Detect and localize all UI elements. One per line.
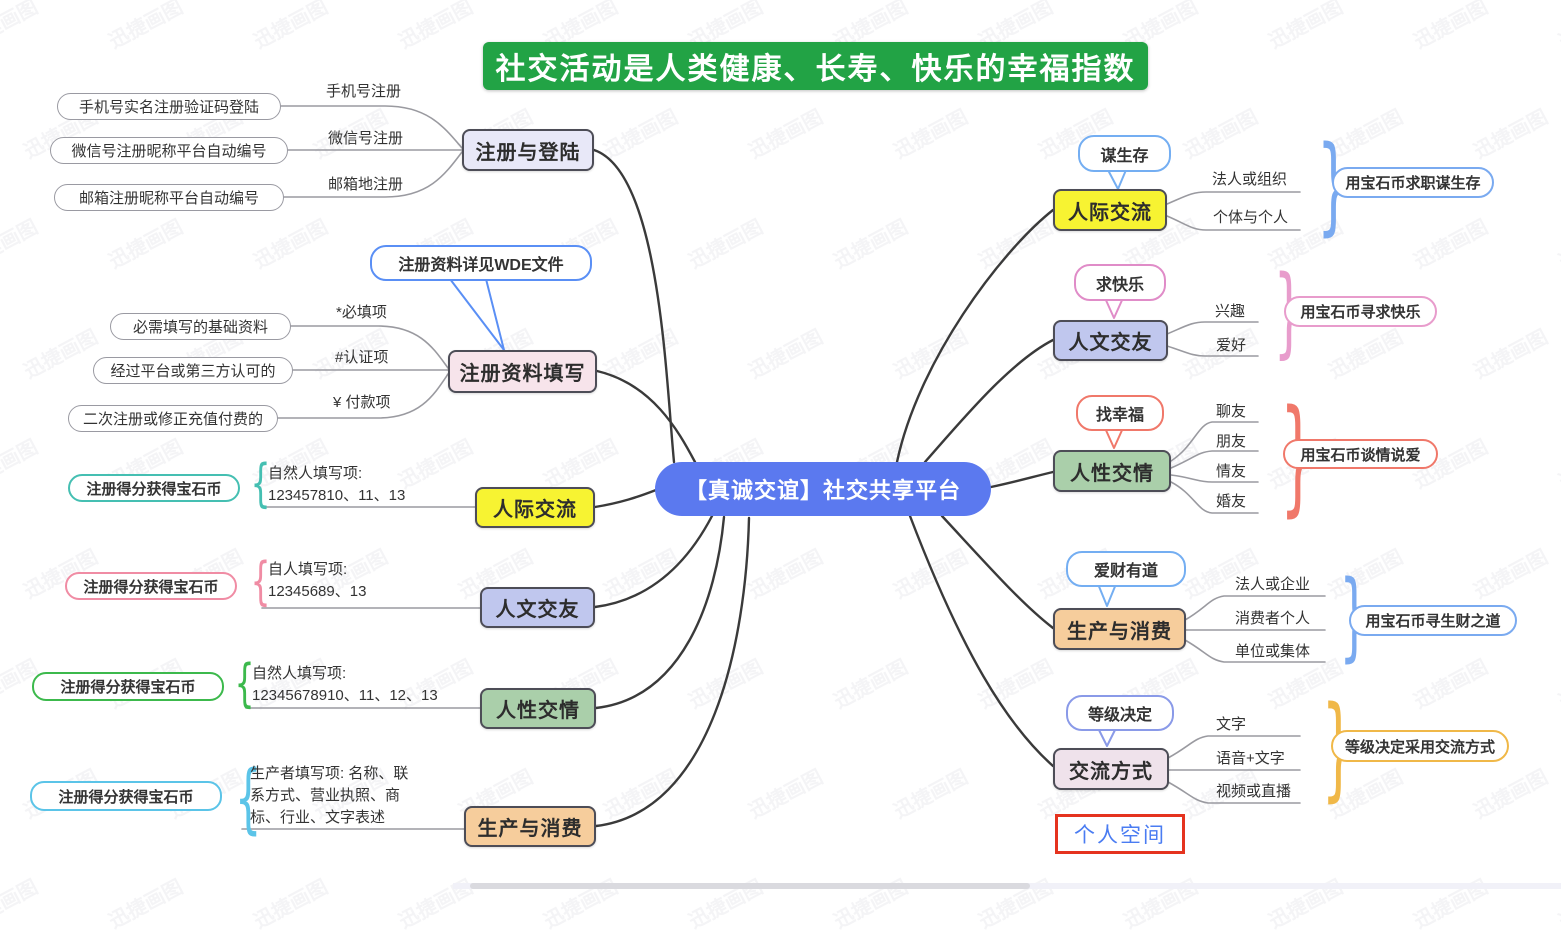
node-affection-left[interactable]: 人性交情 bbox=[480, 688, 596, 729]
note-interpersonal-2[interactable]: 123457810、11、13 bbox=[268, 487, 406, 504]
leaf-email-register[interactable]: 邮箱注册昵称平台自动编号 bbox=[54, 184, 284, 211]
branch-label-lover[interactable]: 情友 bbox=[1216, 463, 1247, 480]
node-affection-right[interactable]: 人性交情 bbox=[1053, 450, 1171, 492]
branch-label-payment[interactable]: ¥ 付款项 bbox=[333, 394, 391, 411]
node-register-login[interactable]: 注册与登陆 bbox=[462, 129, 594, 171]
node-humanities-left[interactable]: 人文交友 bbox=[480, 587, 595, 628]
pill-gem-job[interactable]: 用宝石币求职谋生存 bbox=[1332, 167, 1494, 198]
personal-space-button[interactable]: 个人空间 bbox=[1055, 814, 1185, 854]
callout-level-decides[interactable]: 等级决定 bbox=[1066, 695, 1174, 731]
node-communication[interactable]: 交流方式 bbox=[1053, 748, 1169, 790]
pill-level-communication[interactable]: 等级决定采用交流方式 bbox=[1331, 730, 1509, 762]
pill-gem-love[interactable]: 用宝石币谈情说爱 bbox=[1283, 439, 1438, 469]
node-register-info[interactable]: 注册资料填写 bbox=[448, 350, 597, 393]
pill-gem-coin-2[interactable]: 注册得分获得宝石币 bbox=[65, 572, 237, 600]
branch-label-friend[interactable]: 朋友 bbox=[1216, 433, 1247, 450]
branch-label-individual[interactable]: 个体与个人 bbox=[1213, 209, 1289, 226]
callout-love-wealth[interactable]: 爱财有道 bbox=[1066, 551, 1186, 587]
callout-seek-happiness[interactable]: 求快乐 bbox=[1074, 264, 1166, 301]
pill-gem-happiness[interactable]: 用宝石币寻求快乐 bbox=[1284, 296, 1437, 327]
node-interpersonal-right[interactable]: 人际交流 bbox=[1053, 189, 1167, 231]
connector-lines bbox=[241, 105, 1326, 830]
center-node[interactable]: 【真诚交谊】社交共享平台 bbox=[655, 462, 991, 516]
callout-make-living[interactable]: 谋生存 bbox=[1078, 135, 1171, 172]
note-production-1[interactable]: 生产者填写项: 名称、联 bbox=[250, 765, 409, 782]
pill-gem-coin-1[interactable]: 注册得分获得宝石币 bbox=[68, 474, 240, 502]
branch-label-consumer[interactable]: 消费者个人 bbox=[1235, 610, 1311, 627]
note-production-2[interactable]: 系方式、营业执照、商 bbox=[250, 787, 401, 804]
branch-label-voice-text[interactable]: 语音+文字 bbox=[1216, 750, 1285, 767]
branch-label-wechat[interactable]: 微信号注册 bbox=[328, 130, 404, 147]
horizontal-scrollbar-thumb[interactable] bbox=[470, 883, 1030, 889]
note-interpersonal-1[interactable]: 自然人填写项: bbox=[268, 465, 363, 482]
branch-label-video-live[interactable]: 视频或直播 bbox=[1216, 783, 1292, 800]
leaf-basic-info[interactable]: 必需填写的基础资料 bbox=[110, 313, 291, 340]
title-banner[interactable]: 社交活动是人类健康、长寿、快乐的幸福指数 bbox=[483, 42, 1148, 90]
note-affection-2[interactable]: 12345678910、11、12、13 bbox=[252, 687, 438, 704]
leaf-platform-approved[interactable]: 经过平台或第三方认可的 bbox=[93, 357, 293, 384]
node-production-left[interactable]: 生产与消费 bbox=[464, 806, 596, 847]
branch-label-hobby[interactable]: 爱好 bbox=[1216, 337, 1247, 354]
leaf-phone-register[interactable]: 手机号实名注册验证码登陆 bbox=[57, 93, 281, 120]
note-humanities-1[interactable]: 自人填写项: bbox=[268, 561, 348, 578]
branch-label-unit-group[interactable]: 单位或集体 bbox=[1235, 643, 1311, 660]
note-production-3[interactable]: 标、行业、文字表述 bbox=[250, 809, 386, 826]
node-production-right[interactable]: 生产与消费 bbox=[1053, 608, 1186, 650]
pill-gem-coin-3[interactable]: 注册得分获得宝石币 bbox=[32, 672, 224, 701]
callout-find-happiness[interactable]: 找幸福 bbox=[1076, 395, 1164, 431]
branch-label-interest[interactable]: 兴趣 bbox=[1215, 303, 1246, 320]
branch-label-enterprise[interactable]: 法人或企业 bbox=[1235, 576, 1311, 593]
branch-label-text[interactable]: 文字 bbox=[1216, 716, 1247, 733]
note-humanities-2[interactable]: 12345689、13 bbox=[268, 583, 367, 600]
pill-gem-wealth[interactable]: 用宝石币寻生财之道 bbox=[1349, 605, 1517, 636]
leaf-wechat-register[interactable]: 微信号注册昵称平台自动编号 bbox=[50, 137, 288, 164]
branch-label-certified[interactable]: #认证项 bbox=[335, 349, 389, 366]
branch-label-marriage[interactable]: 婚友 bbox=[1216, 493, 1247, 510]
branch-label-email[interactable]: 邮箱地注册 bbox=[328, 176, 404, 193]
callout-wde-file[interactable]: 注册资料详见WDE文件 bbox=[370, 245, 592, 281]
node-interpersonal-left[interactable]: 人际交流 bbox=[475, 487, 595, 528]
note-affection-1[interactable]: 自然人填写项: bbox=[252, 665, 347, 682]
branch-label-legal-org[interactable]: 法人或组织 bbox=[1212, 171, 1288, 188]
branch-label-required[interactable]: *必填项 bbox=[336, 304, 387, 321]
branch-label-chat-friend[interactable]: 聊友 bbox=[1216, 403, 1247, 420]
leaf-paid-info[interactable]: 二次注册或修正充值付费的 bbox=[68, 405, 278, 432]
pill-gem-coin-4[interactable]: 注册得分获得宝石币 bbox=[30, 781, 222, 811]
branch-label-phone[interactable]: 手机号注册 bbox=[326, 83, 402, 100]
node-humanities-right[interactable]: 人文交友 bbox=[1053, 320, 1168, 361]
